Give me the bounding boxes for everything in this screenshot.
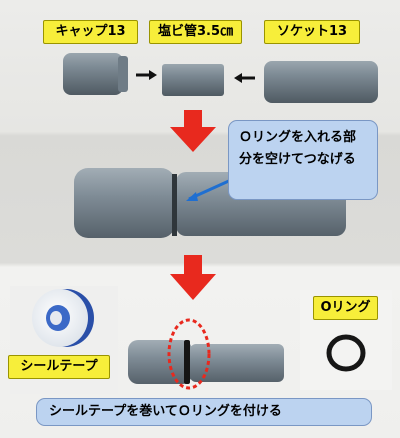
seal-tape-label: シールテープ (8, 355, 110, 379)
pipe-label: 塩ビ管3.5㎝ (149, 20, 242, 44)
socket-label: ソケット13 (264, 20, 360, 44)
cap-part (63, 53, 128, 95)
final-pipe (128, 340, 284, 384)
oring-ring (326, 334, 366, 372)
highlight-circle (167, 318, 211, 390)
arrow-right-icon (136, 70, 157, 80)
pointer-arrow-icon (186, 178, 232, 201)
pipe-part (162, 64, 224, 96)
arrow-left-icon (234, 73, 255, 83)
oring-label: Oリング (313, 296, 378, 320)
cap-label: キャップ13 (43, 20, 138, 44)
down-arrow-icon (170, 110, 216, 152)
oring-gap-callout: Ｏリングを入れる部分を空けてつなげる (228, 120, 378, 200)
seal-tape-roll (32, 289, 94, 347)
socket-part (264, 61, 378, 103)
bottom-instruction-callout: シールテープを巻いてＯリングを付ける (36, 398, 372, 426)
down-arrow-icon (170, 255, 216, 300)
